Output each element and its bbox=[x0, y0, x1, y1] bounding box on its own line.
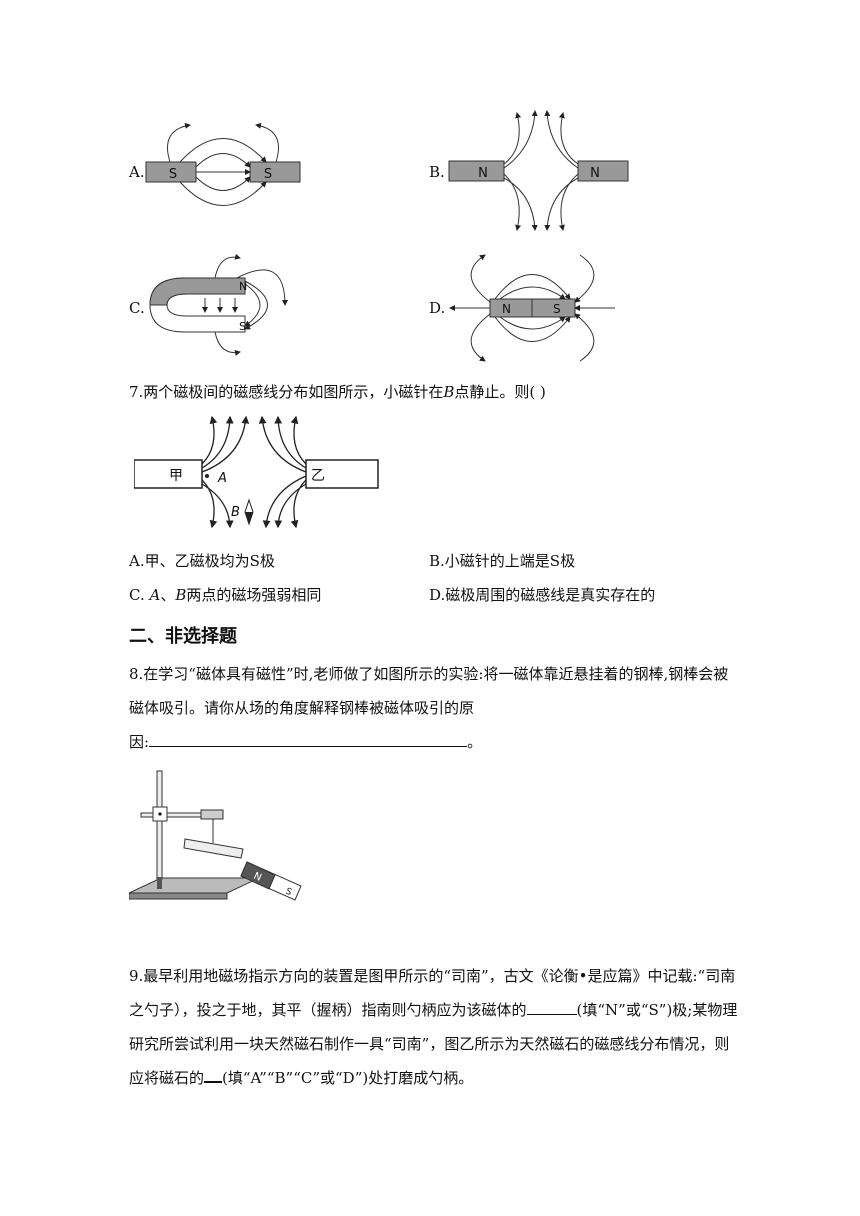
pole-label: N bbox=[239, 280, 247, 293]
pole-label: S bbox=[553, 302, 561, 316]
q9-line3: 研究所尝试利用一块天然磁石制作一具“司南”，图乙所示为天然磁石的磁感线分布情况，… bbox=[129, 1035, 730, 1053]
magnet-n-label: N bbox=[252, 871, 263, 884]
q7-option-a: A.甲、乙磁极均为S极 bbox=[129, 552, 275, 570]
q7-option-d: D.磁极周围的磁感线是真实存在的 bbox=[429, 586, 656, 604]
pole-right-label: 乙 bbox=[311, 468, 325, 484]
point-b-label: B bbox=[231, 505, 240, 520]
magnet-s-label: S bbox=[284, 887, 294, 899]
pole-label: N bbox=[590, 166, 600, 181]
option-b-label: B. bbox=[429, 163, 445, 181]
point-a-label: A bbox=[217, 471, 227, 486]
answer-blank[interactable] bbox=[149, 732, 468, 747]
pole-label: N bbox=[502, 302, 511, 316]
q7-option-b: B.小磁针的上端是S极 bbox=[429, 552, 576, 570]
figure-q8: N S bbox=[129, 770, 302, 901]
option-d-label: D. bbox=[429, 299, 446, 317]
pole-label: N bbox=[478, 166, 488, 181]
option-c-label: C. bbox=[129, 299, 145, 317]
pole-label: S bbox=[169, 167, 177, 182]
q8-line3: 因:。 bbox=[129, 732, 483, 751]
figure-option-d: N S bbox=[449, 254, 615, 362]
q9-line1: 9.最早利用地磁场指示方向的装置是图甲所示的“司南”，古文《论衡•是应篇》中记载… bbox=[129, 967, 736, 985]
figure-option-b: N N bbox=[448, 110, 629, 231]
q7-option-c: C. A、B两点的磁场强弱相同 bbox=[129, 586, 322, 604]
q8-line1: 8.在学习“磁体具有磁性”时,老师做了如图所示的实验:将一磁体靠近悬挂着的钢棒,… bbox=[129, 665, 729, 683]
pole-label: S bbox=[239, 320, 246, 333]
pole-label: S bbox=[264, 167, 272, 182]
q7-stem: 7.两个磁极间的磁感线分布如图所示，小磁针在B点静止。则( ) bbox=[129, 383, 546, 401]
figure-option-a: S S bbox=[145, 122, 301, 206]
q9-line4: 应将磁石的(填“A”“B”“C”或“D”)处打磨成勺柄。 bbox=[129, 1067, 474, 1087]
section-heading: 二、非选择题 bbox=[129, 626, 237, 647]
answer-blank[interactable] bbox=[526, 1000, 577, 1015]
q9-line2: 之勺子），投之于地，其平（握柄）指南则勺柄应为该磁体的(填“N”或“S”)极;某… bbox=[129, 1000, 738, 1019]
option-a-label: A. bbox=[129, 163, 145, 181]
figure-option-c: N S bbox=[149, 253, 288, 356]
pole-left-label: 甲 bbox=[169, 468, 183, 484]
answer-blank[interactable] bbox=[204, 1067, 223, 1083]
figure-q7: 甲 乙 A B bbox=[134, 415, 379, 529]
q8-line2: 磁体吸引。请你从场的角度解释钢棒被磁体吸引的原 bbox=[129, 699, 475, 717]
